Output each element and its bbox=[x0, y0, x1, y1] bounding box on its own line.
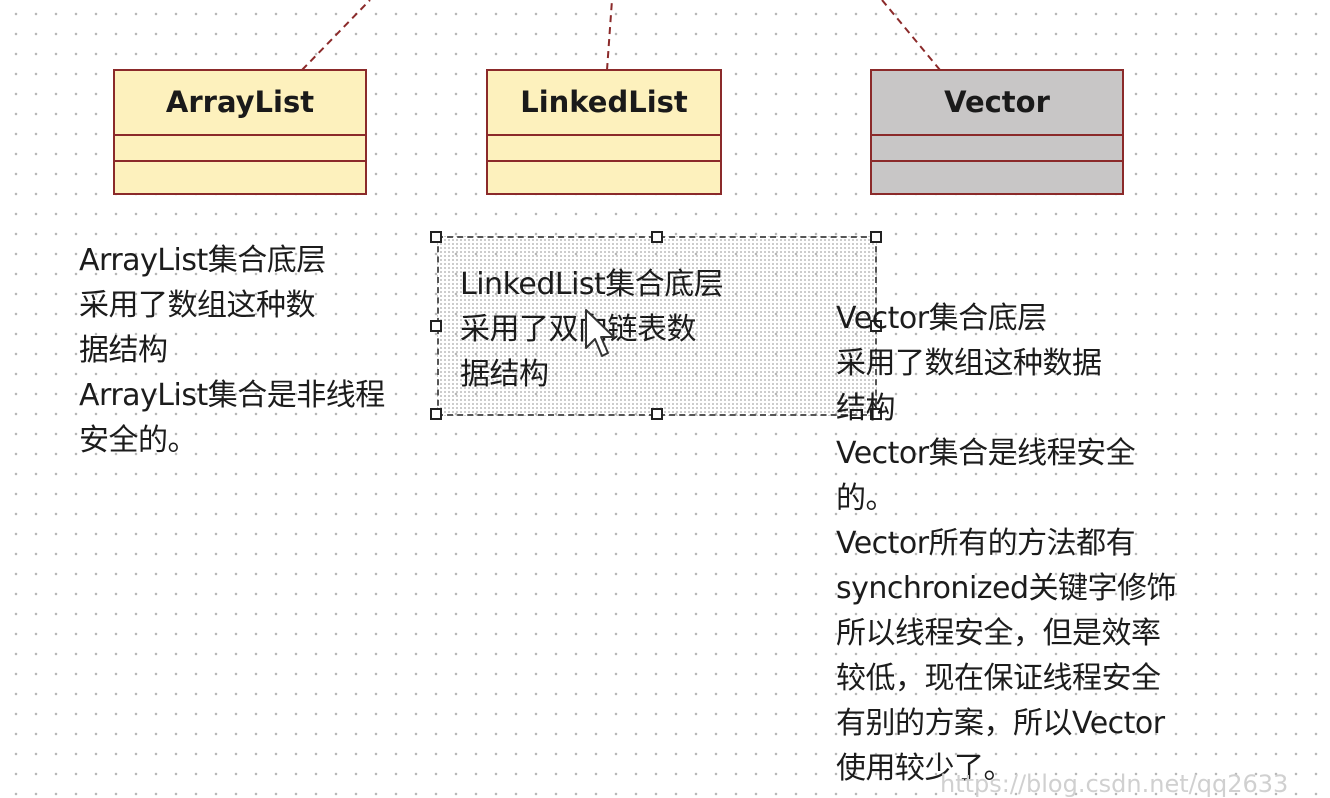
resize-handle-middle-right[interactable] bbox=[870, 320, 882, 332]
linkedlist-class-box[interactable]: LinkedList bbox=[486, 69, 722, 195]
arraylist-attributes-section bbox=[115, 136, 365, 162]
resize-handle-top-right[interactable] bbox=[870, 231, 882, 243]
arraylist-connector bbox=[301, 0, 371, 71]
vector-class-box[interactable]: Vector bbox=[870, 69, 1124, 195]
linkedlist-connector bbox=[606, 0, 613, 71]
vector-methods-section bbox=[872, 162, 1122, 191]
resize-handle-middle-left[interactable] bbox=[430, 320, 442, 332]
arraylist-class-name: ArrayList bbox=[115, 71, 365, 136]
linkedlist-attributes-section bbox=[488, 136, 720, 162]
linkedlist-note[interactable]: LinkedList集合底层 采用了双向链表数 据结构 bbox=[460, 267, 724, 392]
vector-connector bbox=[881, 0, 941, 71]
vector-attributes-section bbox=[872, 136, 1122, 162]
resize-handle-bottom-left[interactable] bbox=[430, 408, 442, 420]
linkedlist-class-name: LinkedList bbox=[488, 71, 720, 136]
vector-note[interactable]: Vector集合底层 采用了数组这种数据 结构 Vector集合是线程安全 的。… bbox=[836, 301, 1177, 786]
vector-class-name: Vector bbox=[872, 71, 1122, 136]
linkedlist-methods-section bbox=[488, 162, 720, 191]
resize-handle-bottom-right[interactable] bbox=[870, 408, 882, 420]
watermark: https://blog.csdn.net/qq2633 bbox=[940, 770, 1289, 798]
arraylist-class-box[interactable]: ArrayList bbox=[113, 69, 367, 195]
resize-handle-top-middle[interactable] bbox=[651, 231, 663, 243]
resize-handle-top-left[interactable] bbox=[430, 231, 442, 243]
arraylist-note[interactable]: ArrayList集合底层 采用了数组这种数 据结构 ArrayList集合是非… bbox=[79, 243, 385, 458]
arraylist-methods-section bbox=[115, 162, 365, 191]
resize-handle-bottom-middle[interactable] bbox=[651, 408, 663, 420]
mouse-cursor-icon bbox=[585, 309, 615, 357]
